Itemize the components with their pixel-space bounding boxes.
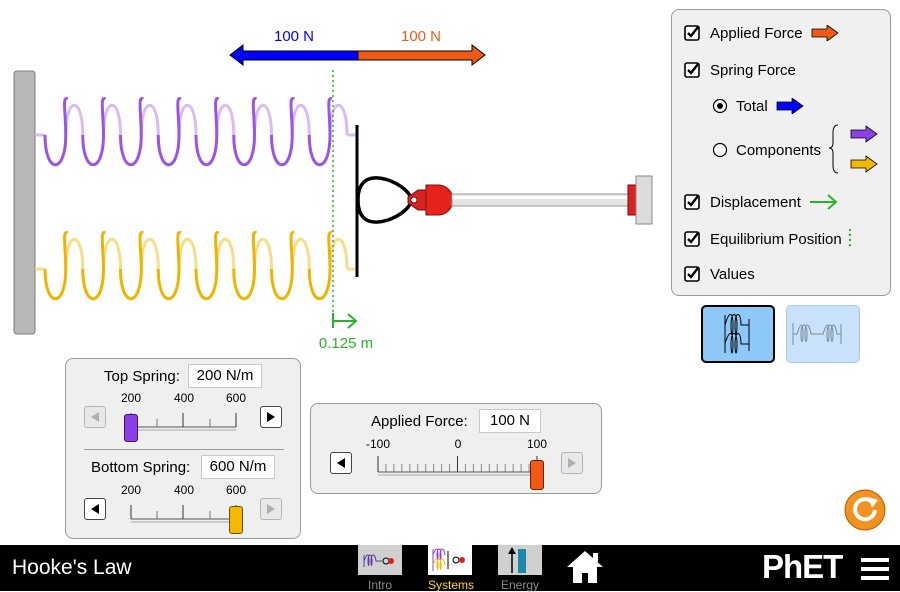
screen-button-systems[interactable]: Systems: [428, 545, 475, 592]
total-radio-label: Total: [736, 97, 768, 115]
screen-label-energy: Energy: [500, 578, 540, 592]
bottom-spring-decrement-button[interactable]: [84, 498, 106, 520]
blue-arrow-icon: [776, 98, 804, 114]
spring-force-value: 100 N: [274, 28, 314, 45]
applied-force-tick-mid: 0: [454, 437, 462, 451]
left-triangle-icon: [337, 458, 345, 468]
green-arrow-icon: [809, 194, 838, 210]
total-radio[interactable]: Total: [712, 94, 804, 118]
top-spring-label: Top Spring:: [104, 368, 180, 385]
components-radio-label: Components: [736, 141, 822, 159]
simulation-scene: 100 N 100 N 0.125 m: [13, 28, 653, 352]
applied-force-checkbox[interactable]: Applied Force: [684, 21, 839, 45]
equilibrium-position-checkbox[interactable]: Equilibrium Position: [684, 227, 854, 251]
series-springs-icon: [792, 323, 842, 345]
checkbox-checked-icon: [684, 194, 700, 210]
top-spring-value: 200 N/m: [188, 364, 262, 388]
energy-screen-icon: [498, 545, 542, 575]
top-spring-slider[interactable]: [126, 405, 246, 435]
top-spring-increment-button[interactable]: [260, 406, 282, 428]
displacement-checkbox-label: Displacement: [710, 193, 801, 211]
robotic-arm[interactable]: [356, 175, 653, 225]
home-button[interactable]: [565, 549, 605, 585]
applied-force-value: 100 N: [401, 28, 441, 45]
values-checkbox[interactable]: Values: [684, 262, 755, 286]
parallel-springs-icon: [724, 314, 750, 354]
radio-selected-icon: [712, 98, 728, 114]
checkbox-checked-icon: [684, 25, 700, 41]
systems-screen-icon: [428, 545, 472, 575]
component-arrows-icon: [829, 124, 878, 174]
applied-force-tick-min: -100: [365, 437, 391, 451]
checkbox-checked-icon: [684, 266, 700, 282]
left-triangle-icon: [91, 412, 99, 422]
home-icon: [567, 551, 603, 583]
top-spring-tick-max: 600: [225, 391, 247, 405]
dotted-line-icon: [848, 229, 851, 249]
phet-logo[interactable]: PhET: [762, 548, 843, 586]
bottom-spring-tick-mid: 400: [173, 483, 195, 497]
bottom-spring-tick-min: 200: [120, 483, 142, 497]
applied-force-checkbox-label: Applied Force: [710, 24, 803, 42]
bottom-spring-value: 600 N/m: [201, 455, 275, 479]
phet-logo-text: PhET: [762, 548, 843, 585]
screen-button-intro[interactable]: Intro: [358, 545, 402, 592]
screen-label-systems: Systems: [428, 578, 475, 592]
applied-force-decrement-button[interactable]: [330, 452, 352, 474]
checkbox-checked-icon: [684, 62, 700, 78]
top-spring[interactable]: [35, 97, 357, 167]
checkbox-checked-icon: [684, 231, 700, 247]
screen-label-intro: Intro: [367, 578, 392, 592]
equilibrium-position-checkbox-label: Equilibrium Position: [710, 230, 842, 248]
components-radio[interactable]: Components: [712, 138, 821, 162]
top-spring-slider-thumb[interactable]: [124, 414, 138, 442]
app-title: Hooke's Law: [12, 556, 132, 579]
applied-force-panel: Applied Force: 100 N -100 0 100: [310, 403, 602, 494]
hamburger-menu-icon: [861, 558, 889, 580]
radio-unselected-icon: [712, 142, 728, 158]
panel-divider: [84, 449, 284, 450]
wall: [13, 70, 36, 335]
right-triangle-icon: [568, 458, 576, 468]
applied-force-arrow: [357, 43, 486, 67]
parallel-system-button[interactable]: [701, 305, 775, 363]
spring-force-checkbox-label: Spring Force: [710, 61, 796, 79]
applied-force-slider-thumb[interactable]: [530, 460, 544, 490]
applied-force-tick-max: 100: [526, 437, 548, 451]
spring-force-checkbox[interactable]: Spring Force: [684, 58, 796, 82]
reset-all-button[interactable]: [844, 489, 886, 531]
spring-constants-panel: Top Spring: 200 N/m 200 400 600 Bottom S…: [65, 358, 301, 539]
displacement-value: 0.125 m: [319, 335, 373, 352]
top-spring-decrement-button[interactable]: [84, 406, 106, 428]
spring-force-arrow: [229, 43, 359, 67]
top-spring-tick-min: 200: [120, 391, 142, 405]
bottom-spring[interactable]: [35, 231, 357, 301]
applied-force-slider[interactable]: [373, 450, 543, 482]
right-triangle-icon: [267, 412, 275, 422]
right-triangle-icon: [267, 504, 275, 514]
series-system-button[interactable]: [786, 305, 860, 363]
visibility-panel: Applied Force Spring Force Total Compone…: [671, 9, 891, 296]
top-spring-tick-mid: 400: [173, 391, 195, 405]
bottom-spring-increment-button[interactable]: [260, 498, 282, 520]
applied-force-increment-button[interactable]: [561, 452, 583, 474]
reset-icon: [868, 497, 878, 508]
left-triangle-icon: [91, 504, 99, 514]
bottom-spring-label: Bottom Spring:: [91, 459, 191, 476]
displacement-arrow: [332, 313, 358, 329]
navigation-bar: Hooke's Law Intro Systems Energy: [0, 545, 900, 592]
menu-button[interactable]: [861, 558, 889, 580]
values-checkbox-label: Values: [710, 265, 755, 283]
screen-button-energy[interactable]: Energy: [498, 545, 542, 592]
bottom-spring-slider-thumb[interactable]: [229, 506, 243, 534]
intro-screen-icon: [358, 545, 402, 575]
bottom-spring-tick-max: 600: [225, 483, 247, 497]
displacement-checkbox[interactable]: Displacement: [684, 190, 839, 214]
applied-force-value: 100 N: [479, 409, 541, 433]
bottom-spring-slider[interactable]: [126, 497, 246, 527]
orange-arrow-icon: [811, 25, 839, 41]
applied-force-label: Applied Force:: [371, 413, 468, 430]
